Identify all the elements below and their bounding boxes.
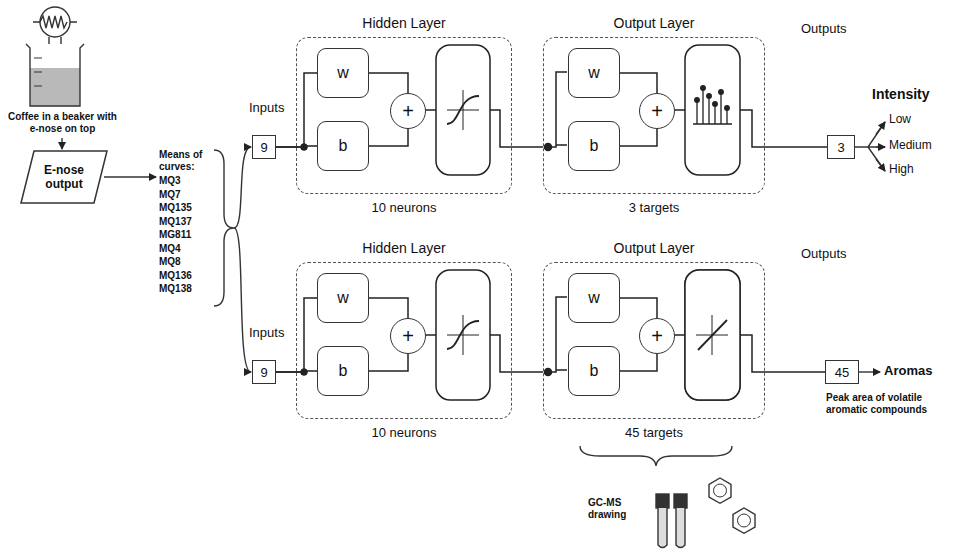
connector [620,298,657,318]
text-label: MG811 [159,229,191,241]
connector [369,129,408,146]
param-letter: w [588,64,600,82]
io-size: 45 [835,365,849,380]
io-size: 3 [837,140,844,155]
node-text: E-nose output [32,163,96,191]
text-label: MQ7 [159,189,181,201]
connector [765,146,827,148]
bias-box: b [568,121,620,171]
weight-box: w [568,48,620,98]
junction-dot [545,369,552,376]
weight-box: w [568,273,620,323]
param-letter: b [590,137,599,155]
output-layer-box: Output Layer3 targetswb+ [543,37,765,194]
layer-title: Hidden Layer [297,240,511,256]
bias-box: b [317,346,369,396]
text-label: Low [889,113,911,127]
text-label: MQ137 [159,216,192,228]
sum-circle: + [639,318,675,354]
layer-title: Output Layer [544,240,764,256]
layer-size: 10 neurons [297,425,511,440]
io-size: 9 [260,365,267,380]
param-letter: w [337,289,349,307]
text-label: Peak area of volatile aromatic compounds [826,392,944,415]
output-box: Outputs3 [827,135,855,159]
layer-size: 10 neurons [297,200,511,215]
weight-box: w [317,48,369,98]
e-nose-beaker [26,7,84,106]
param-letter: b [339,137,348,155]
sum-circle: + [390,93,426,129]
text-label: MQ135 [159,202,192,214]
bias-box: b [568,346,620,396]
junction-dot [545,144,552,151]
softmax-icon [693,86,732,124]
param-letter: b [339,362,348,380]
input-box: Inputs9 [252,135,276,159]
layer-title: Output Layer [544,15,764,31]
io-heading: Outputs [801,246,847,261]
io-size: 9 [260,140,267,155]
text-label: MQ138 [159,283,192,295]
layer-size: 3 targets [544,200,764,215]
hidden-layer-box: Hidden Layer10 neuronswb+ [296,262,512,419]
bias-box: b [317,121,369,171]
param-letter: w [337,64,349,82]
io-heading: Inputs [249,100,284,115]
io-heading: Inputs [249,325,284,340]
layer-title: Hidden Layer [297,15,511,31]
connector [765,371,825,373]
text-label: Aromas [884,364,932,379]
sum-sign: + [651,100,663,123]
sum-sign: + [402,100,414,123]
input-box: Inputs9 [252,360,276,384]
connector [369,354,408,371]
text-label: Intensity [872,86,930,102]
text-label: Medium [889,139,932,153]
text-label: Coffee in a beaker with e-nose on top [5,111,120,134]
weight-box: w [317,273,369,323]
linear-icon [685,270,740,400]
connector [620,129,657,146]
output-layer-box: Output Layer45 targetswb+ [543,262,765,419]
sum-circle: + [639,93,675,129]
connector [620,73,657,93]
top-layer-wiring [425,45,765,175]
text-label: MQ8 [159,256,181,268]
text-label: GC-MS drawing [588,497,650,520]
param-letter: b [590,362,599,380]
bottom-layer-wiring [425,270,765,400]
sum-circle: + [390,318,426,354]
connector [369,73,408,93]
text-label: MQ4 [159,243,181,255]
data-parallelogram: E-nose output [20,150,108,204]
text-label: Means of curves: [159,149,221,172]
text-label: MQ3 [159,175,181,187]
sum-sign: + [402,325,414,348]
output-box: Outputs45 [825,360,859,384]
io-heading: Outputs [801,21,847,36]
param-letter: w [588,289,600,307]
connector [620,354,657,371]
connector [512,146,543,148]
text-label: MQ136 [159,270,192,282]
connector [369,298,408,318]
gc-ms-drawing [580,446,755,548]
hidden-layer-box: Hidden Layer10 neuronswb+ [296,37,512,194]
layer-size: 45 targets [544,425,764,440]
sum-sign: + [651,325,663,348]
connector [512,371,543,373]
text-label: High [889,163,914,177]
